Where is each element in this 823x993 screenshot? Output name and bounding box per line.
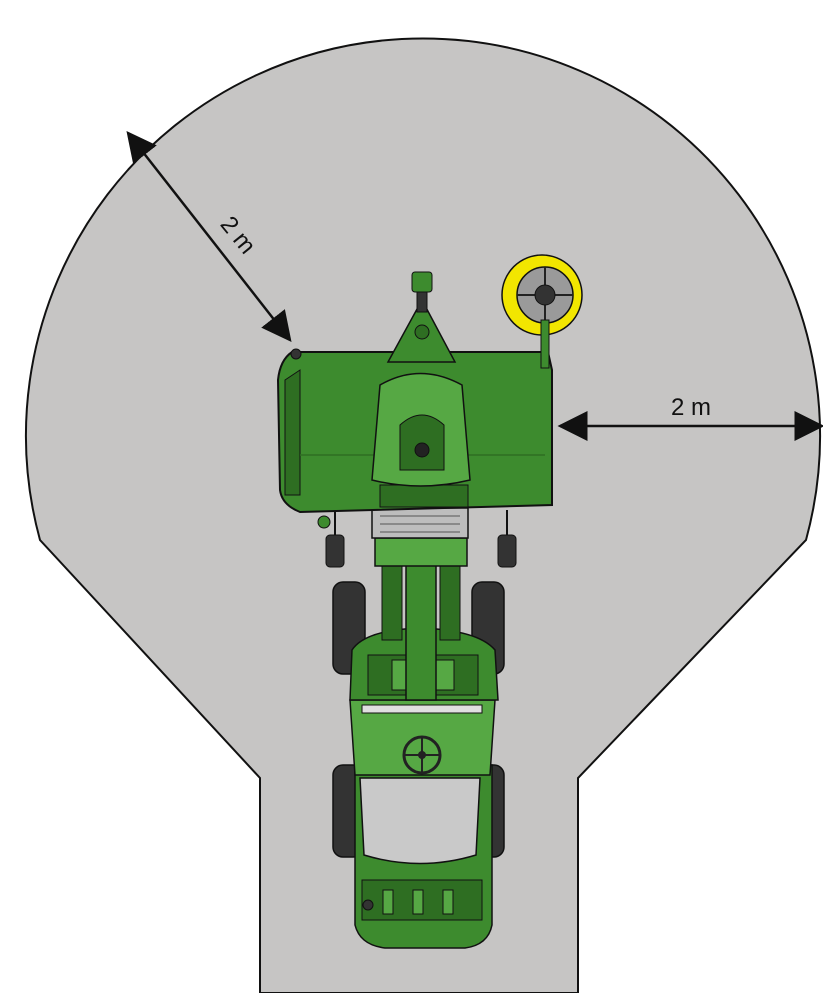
front-hitch-pin: [290, 348, 302, 360]
deck-caster-right: [497, 534, 517, 568]
engine-hood: [359, 777, 481, 865]
vehicle: [276, 271, 553, 949]
left-dimension-arrow: [126, 131, 292, 342]
sweeper-brush: [501, 254, 583, 369]
loader-arm: [405, 559, 437, 701]
right-dimension-label: 2 m: [671, 394, 711, 421]
deck-caster-left: [325, 534, 345, 568]
